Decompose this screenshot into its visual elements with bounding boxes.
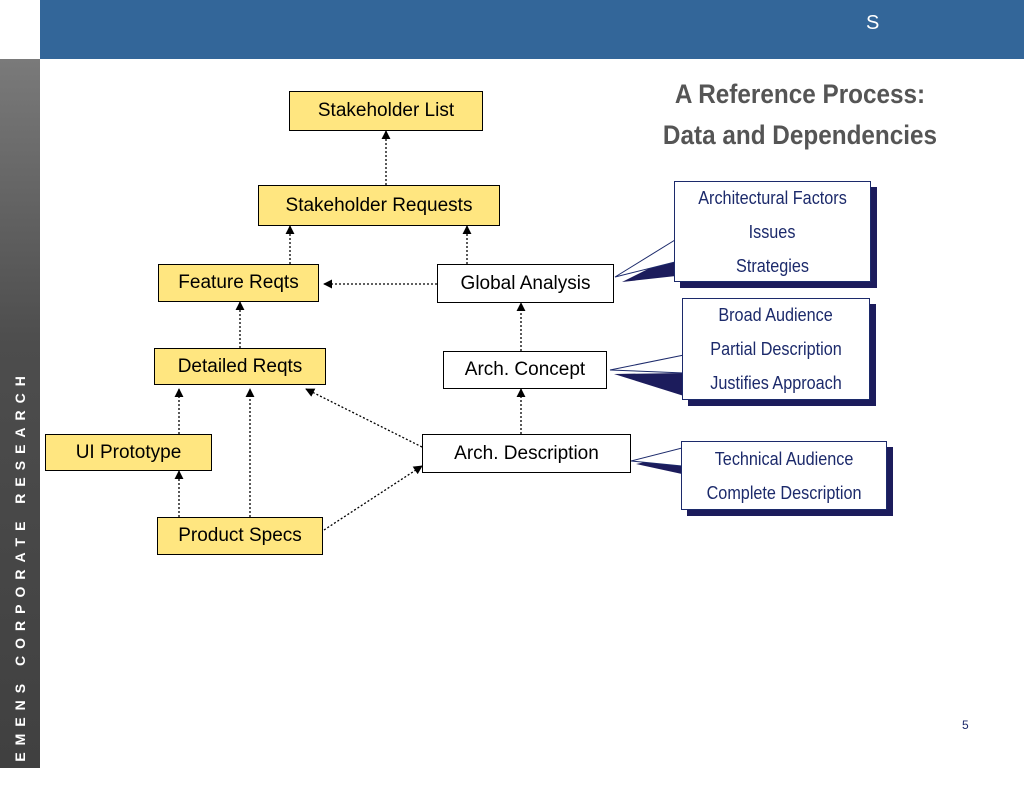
callout-line: Partial Description [710,339,842,359]
header-letter: S [866,12,880,34]
callout-line: Architectural Factors [698,187,847,208]
ui-prototype-box: UI Prototype [45,434,212,471]
arch-description-box: Arch. Description [422,434,631,473]
callout-global-analysis: Architectural Factors Issues Strategies [674,181,871,282]
global-analysis-box: Global Analysis [437,264,614,303]
callout-3-tail [630,447,683,467]
callout-line: Complete Description [706,482,862,503]
callout-arch-description: Technical Audience Complete Description [681,441,887,510]
callout-arch-concept: Broad Audience Partial Description Justi… [682,298,870,400]
feature-reqts-box: Feature Reqts [158,264,319,302]
product-specs-box: Product Specs [157,517,323,555]
callout-line: Broad Audience [718,305,834,325]
header-bar: S [40,0,1024,59]
callout-line: Justifies Approach [710,373,842,393]
arrow-description-to-detailed [305,388,423,448]
callout-line: Strategies [736,255,809,276]
arrow-specs-to-description [323,465,423,531]
title-line-1: A Reference Process: [674,79,926,109]
title-line-2: Data and Dependencies [662,120,938,150]
callout-2-tail-shadow [614,373,684,396]
callout-line: Technical Audience [714,448,854,469]
detailed-reqts-box: Detailed Reqts [154,348,326,385]
sidebar: SIEMENS CORPORATE RESEARCH [0,59,40,789]
dependency-arrows [174,130,685,531]
callout-line: Issues [749,221,796,242]
slide-title: A Reference Process: Data and Dependenci… [620,74,980,156]
stakeholder-requests-box: Stakeholder Requests [258,185,500,226]
page-number: 5 [962,718,969,732]
callout-2-tail [609,354,685,374]
stakeholder-list-box: Stakeholder List [289,91,483,131]
arch-concept-box: Arch. Concept [443,351,607,389]
